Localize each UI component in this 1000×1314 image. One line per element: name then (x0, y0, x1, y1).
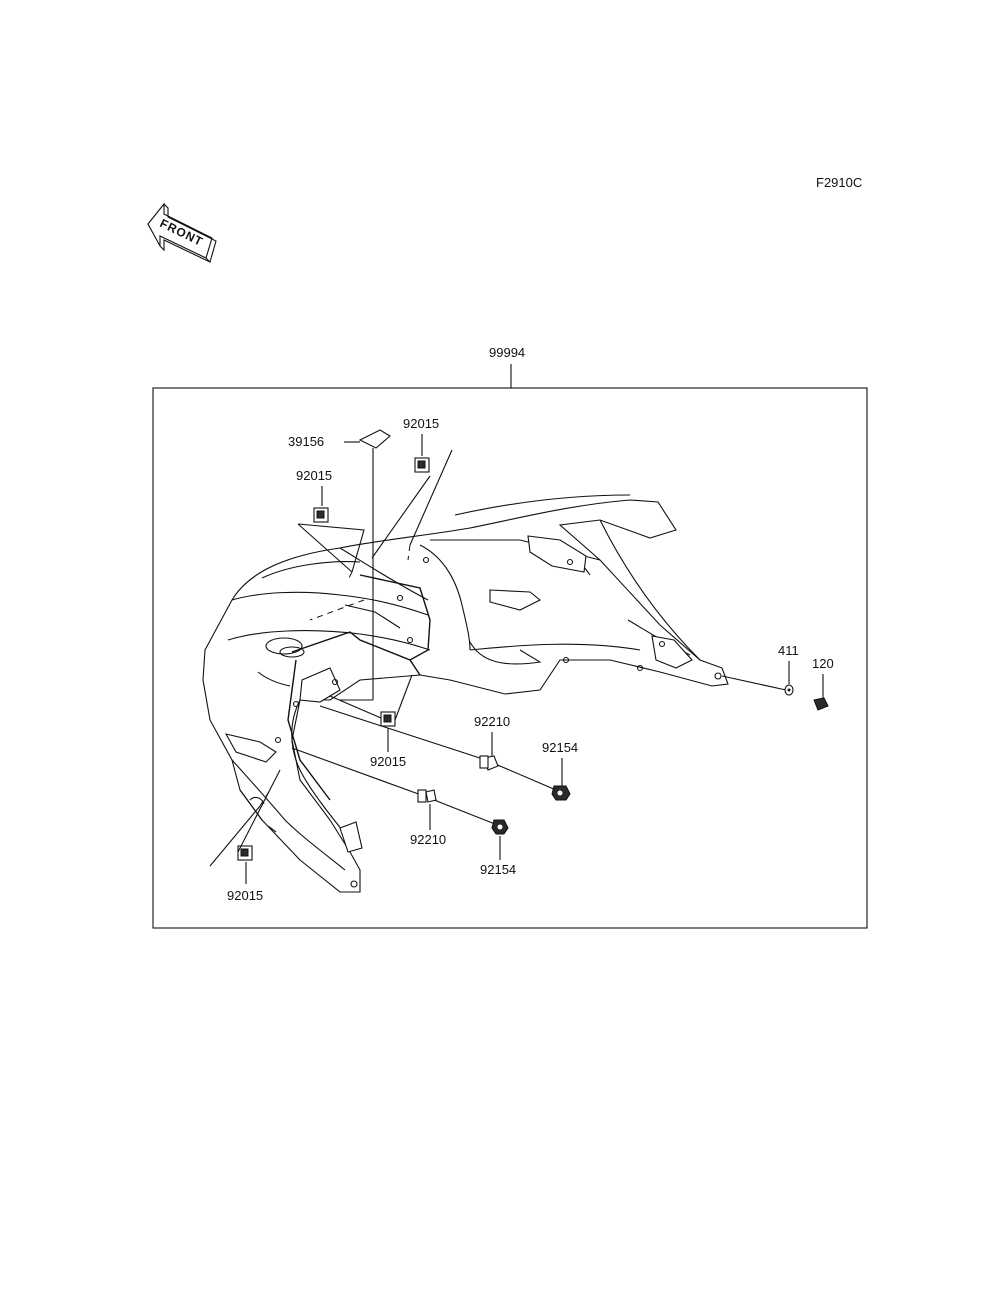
callout-92015-top-right: 92015 (403, 416, 439, 431)
kit-callout: 99994 (489, 345, 525, 360)
callout-120: 120 (812, 656, 834, 671)
bolt-92210-lower: 92210 (410, 789, 446, 847)
bolt-120: 120 (812, 656, 834, 711)
callout-92015-bottom: 92015 (227, 888, 263, 903)
callout-92210-lower: 92210 (410, 832, 446, 847)
upper-cowl (202, 494, 729, 893)
callout-92210-upper: 92210 (474, 714, 510, 729)
clip-92015-center: 92015 (329, 674, 413, 769)
callout-92154-lower: 92154 (480, 862, 516, 877)
nut-leader-lower (423, 795, 501, 827)
clip-92015-top-right: 92015 (371, 416, 453, 561)
bolt-leader-upper (319, 705, 487, 761)
callout-39156: 39156 (288, 434, 324, 449)
kit-frame (152, 387, 868, 929)
bolt-leader-lower (291, 747, 425, 797)
callout-411: 411 (778, 643, 799, 658)
bolt-92210-upper: 92210 (474, 714, 510, 771)
callout-92015-center: 92015 (370, 754, 406, 769)
bracket-39156: 39156 (288, 429, 391, 701)
nut-92154-upper: 92154 (542, 740, 578, 801)
clip-92015-bottom: 92015 (209, 769, 281, 903)
washer-411: 411 (778, 643, 799, 696)
figure-code: F2910C (816, 175, 862, 190)
nut-92154-lower: 92154 (480, 819, 516, 877)
washer-leader (721, 675, 787, 691)
callout-92154-upper: 92154 (542, 740, 578, 755)
callout-92015-top-left: 92015 (296, 468, 332, 483)
clip-92015-top-left: 92015 (296, 468, 365, 621)
front-arrow-icon: FRONT (147, 202, 217, 264)
